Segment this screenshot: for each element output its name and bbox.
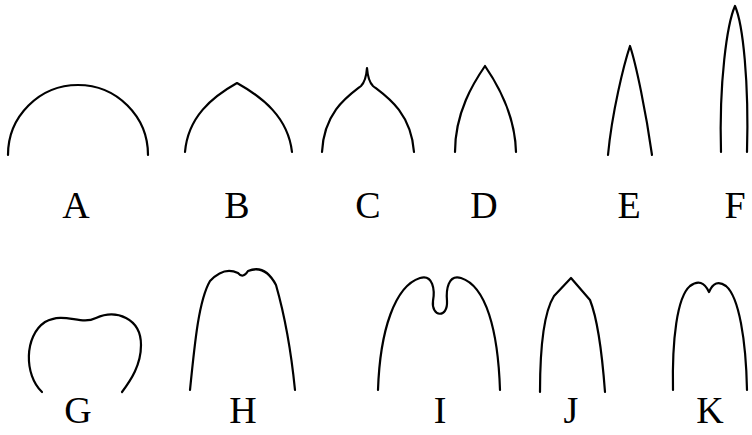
shape-letter: C: [355, 186, 380, 224]
leaf-apex-outline: [673, 283, 747, 390]
leaf-apex-outline: [455, 66, 516, 152]
shape-letter: J: [564, 391, 579, 429]
shape-letter: H: [229, 391, 256, 429]
shape-letter: B: [224, 186, 249, 224]
shape-letter: E: [617, 186, 640, 224]
leaf-apex-outline: [540, 278, 605, 392]
shape-letter: K: [696, 391, 723, 429]
leaf-apex-outline: [378, 277, 500, 390]
leaf-apex-outline: [322, 68, 414, 152]
leaf-apex-outline: [608, 46, 652, 155]
shape-letter: D: [470, 186, 497, 224]
shape-letter: A: [62, 186, 89, 224]
shape-letter: F: [724, 186, 745, 224]
leaf-apex-outline: [185, 83, 292, 152]
shape-letter: I: [434, 391, 447, 429]
shape-letter: G: [64, 391, 91, 429]
leaf-apex-outline: [721, 6, 748, 152]
leaf-apex-outline: [29, 315, 141, 392]
leaf-apex-outline: [8, 85, 148, 155]
leaf-apex-outline: [190, 269, 295, 390]
